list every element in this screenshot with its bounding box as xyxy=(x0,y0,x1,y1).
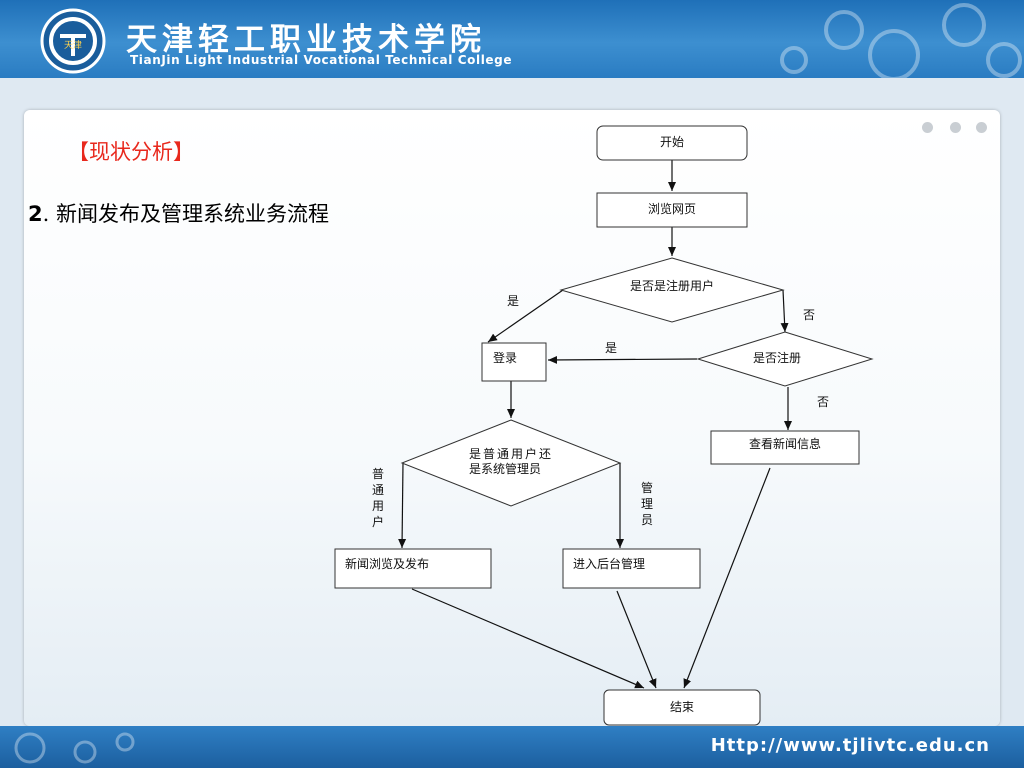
edge-label-ordinary-1: 普 xyxy=(372,467,384,481)
college-name-en: TianJin Light Industrial Vocational Tech… xyxy=(130,53,513,67)
node-login-label: 登录 xyxy=(493,350,517,365)
edge-label-no-1: 否 xyxy=(803,308,815,322)
logo-text: 天津 xyxy=(64,40,82,51)
node-end-label: 结束 xyxy=(670,700,694,714)
edge-label-no-2: 否 xyxy=(817,395,829,409)
node-backend xyxy=(562,548,701,589)
edge-label-yes-1: 是 xyxy=(507,294,519,308)
edge-label-admin-1: 管 xyxy=(641,480,653,495)
edge-view-end xyxy=(683,467,771,689)
node-decision-role xyxy=(400,419,622,507)
section-title: 【现状分析】 xyxy=(68,140,194,164)
window-dot-icon xyxy=(976,122,987,133)
window-dot-icon xyxy=(950,122,961,133)
edge-label-admin-3: 员 xyxy=(641,513,653,527)
node-decision-registered xyxy=(559,257,785,323)
content-panel xyxy=(24,110,1000,726)
node-decision-role-label-1: 是普通用户还 xyxy=(469,446,553,461)
node-start xyxy=(596,125,748,161)
node-decision-role-label-2: 是系统管理员 xyxy=(469,461,541,476)
node-browse xyxy=(596,192,748,228)
node-news-browse-publish-label: 新闻浏览及发布 xyxy=(345,556,429,571)
node-end xyxy=(603,689,761,726)
edge-label-admin-2: 理 xyxy=(641,497,653,511)
node-start-label: 开始 xyxy=(660,135,684,149)
node-view-news-label: 查看新闻信息 xyxy=(749,436,821,451)
subtitle-number: 2 xyxy=(28,202,43,226)
node-decision-registered-label: 是否是注册用户 xyxy=(630,278,714,293)
edge-label-ordinary-4: 户 xyxy=(372,514,384,529)
subtitle-text: 新闻发布及管理系统业务流程 xyxy=(55,202,329,226)
edge-label-ordinary-3: 用 xyxy=(372,499,384,513)
college-logo-icon: 天津 xyxy=(40,8,106,74)
window-dot-icon xyxy=(922,122,933,133)
header-banner: 天津 天津轻工职业技术学院 TianJin Light Industrial V… xyxy=(0,0,1024,78)
node-decision-register-label: 是否注册 xyxy=(753,350,801,365)
edge-register-login xyxy=(547,355,698,364)
edge-ordinary xyxy=(398,462,407,549)
node-decision-register xyxy=(696,331,874,387)
edge-label-yes-2: 是 xyxy=(605,341,617,355)
edge-label-ordinary-2: 通 xyxy=(372,483,384,497)
footer-banner: Http://www.tjlivtc.edu.cn xyxy=(0,726,1024,768)
college-name-cn: 天津轻工职业技术学院 xyxy=(126,22,486,58)
gear-decoration-icon xyxy=(780,3,1022,78)
gear-decoration-icon xyxy=(14,732,135,764)
node-view-news xyxy=(710,430,860,465)
edge-no-register xyxy=(780,289,789,333)
edge-yes-login xyxy=(487,289,564,343)
edge-browse-end xyxy=(411,588,645,689)
node-browse-label: 浏览网页 xyxy=(648,201,696,216)
slide-subtitle: 2. 新闻发布及管理系统业务流程 xyxy=(28,202,329,226)
edge-backend-end xyxy=(616,590,657,689)
college-url-link[interactable]: Http://www.tjlivtc.edu.cn xyxy=(710,735,990,756)
node-login xyxy=(481,342,547,382)
node-news-browse-publish xyxy=(334,548,492,589)
node-backend-label: 进入后台管理 xyxy=(573,556,645,571)
